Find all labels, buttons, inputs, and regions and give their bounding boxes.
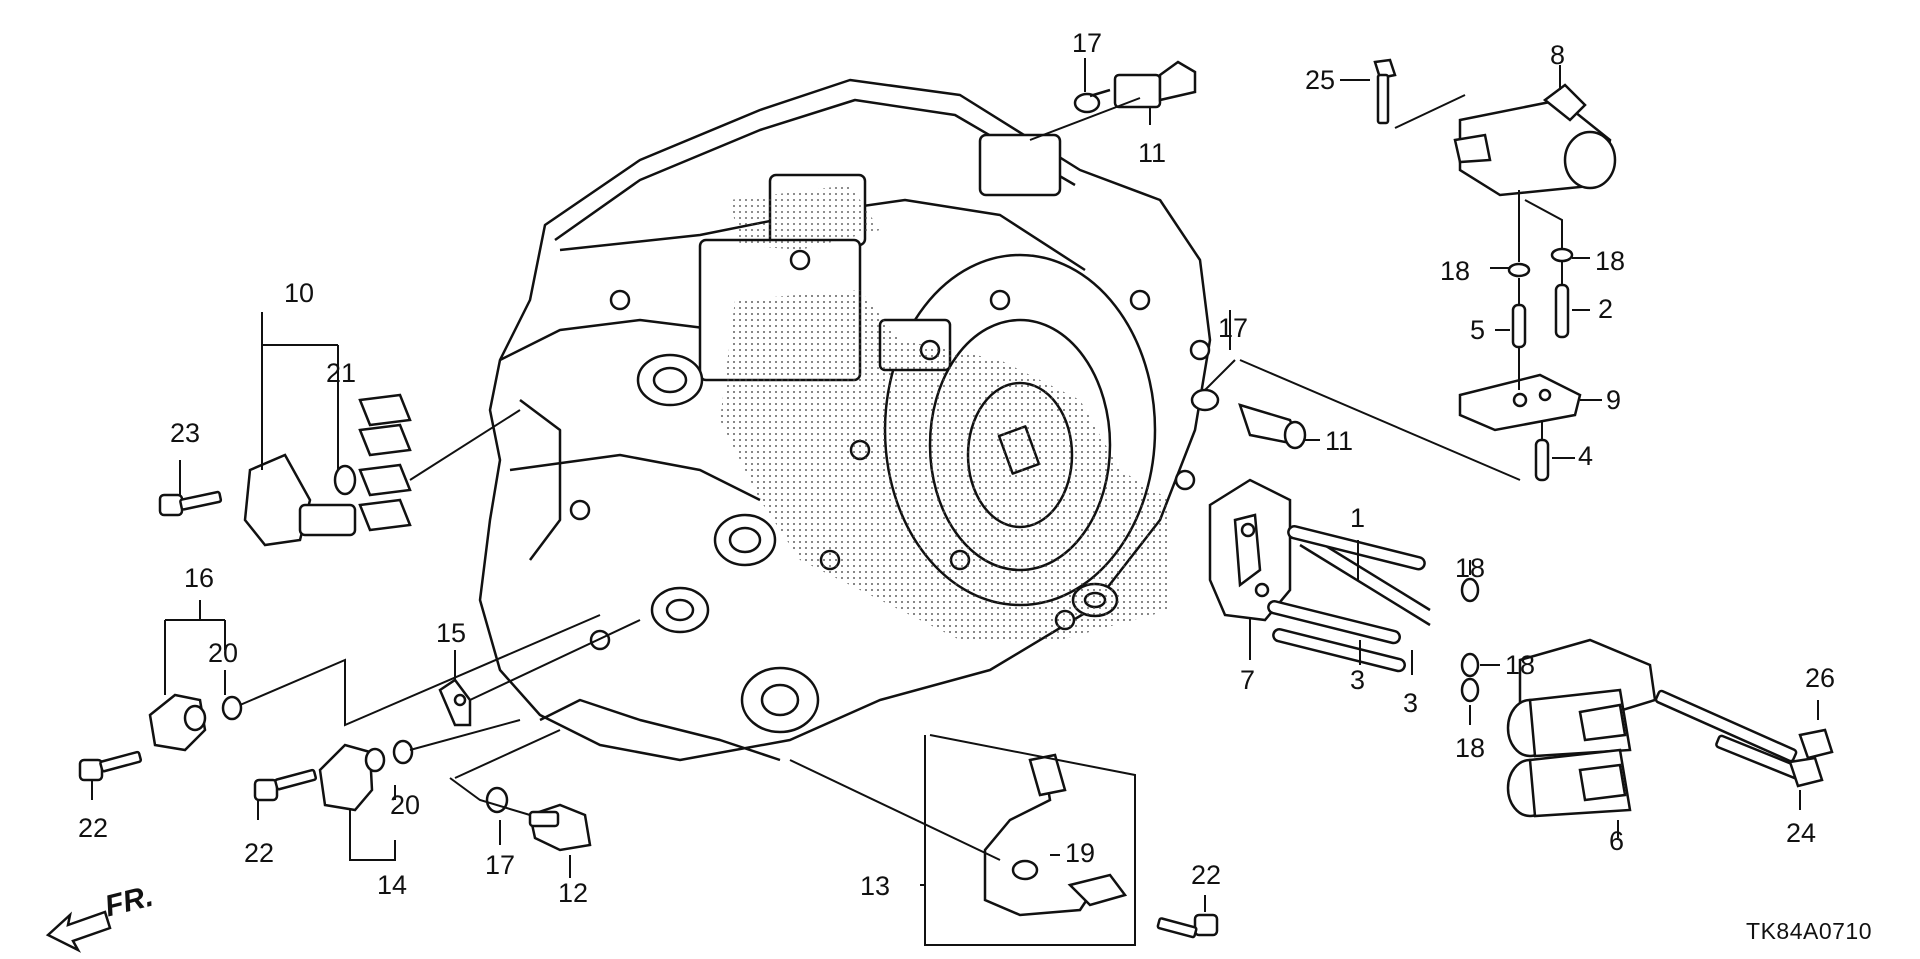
callout-19: 19 [1065, 838, 1096, 868]
diagram-code: TK84A0710 [1746, 918, 1872, 944]
callout-12: 12 [558, 878, 589, 908]
callout-23: 23 [170, 418, 201, 448]
callout-25: 25 [1305, 65, 1336, 95]
callout-7: 7 [1240, 665, 1256, 695]
callout-3a: 3 [1350, 665, 1366, 695]
callout-8: 8 [1550, 40, 1566, 70]
callout-3b: 3 [1403, 688, 1419, 718]
callout-20a: 20 [208, 638, 239, 668]
callout-6: 6 [1609, 826, 1625, 856]
shift-solenoid-pair [1506, 638, 1657, 818]
sensor-16 [148, 693, 243, 752]
callout-22a: 22 [78, 813, 109, 843]
bolt-22-left [78, 750, 143, 782]
callout-18c: 18 [1455, 553, 1486, 583]
leader-lines [91, 58, 1819, 946]
right-pressure-switch [1190, 388, 1307, 450]
harness-13 [983, 753, 1219, 939]
callout-17a: 17 [1072, 28, 1103, 58]
long-bolts [1654, 689, 1834, 788]
callout-22c: 22 [1191, 860, 1222, 890]
callout-20b: 20 [390, 790, 421, 820]
callout-18a: 18 [1440, 256, 1471, 286]
solenoid-plate [1208, 478, 1292, 622]
front-direction-arrow [45, 910, 112, 953]
callout-4: 4 [1578, 441, 1594, 471]
callout-17c: 17 [485, 850, 516, 880]
o-rings [1460, 247, 1574, 703]
callout-1: 1 [1350, 503, 1366, 533]
upper-pressure-switch [1073, 60, 1197, 114]
solenoid-gasket-plate [1458, 373, 1582, 432]
case-shading [720, 185, 1170, 640]
speed-sensor-assembly [243, 393, 412, 547]
bolt-22-mid [253, 768, 318, 802]
sensor-14 [318, 739, 414, 812]
callout-26: 26 [1805, 663, 1836, 693]
lower-pressure-switch [485, 786, 592, 852]
top-solenoid [1453, 83, 1617, 197]
callout-24: 24 [1786, 818, 1817, 848]
callout-18e: 18 [1455, 733, 1486, 763]
dowel-pins [1267, 525, 1431, 673]
callout-13: 13 [860, 871, 891, 901]
callout-14: 14 [377, 870, 408, 900]
callout-15: 15 [436, 618, 467, 648]
callout-17b: 17 [1218, 313, 1249, 343]
callout-10: 10 [284, 278, 315, 308]
callout-11a: 11 [1138, 138, 1167, 168]
callout-21: 21 [326, 358, 357, 388]
bolt-25 [1373, 58, 1397, 125]
callout-2: 2 [1598, 294, 1614, 324]
bolt-23 [158, 490, 223, 517]
callout-16: 16 [184, 563, 215, 593]
callout-22b: 22 [244, 838, 275, 868]
callout-11b: 11 [1325, 426, 1354, 456]
callout-18b: 18 [1595, 246, 1626, 276]
callout-18d: 18 [1505, 650, 1536, 680]
callout-9: 9 [1606, 385, 1622, 415]
bracket-15 [438, 678, 472, 727]
callout-5: 5 [1470, 315, 1486, 345]
